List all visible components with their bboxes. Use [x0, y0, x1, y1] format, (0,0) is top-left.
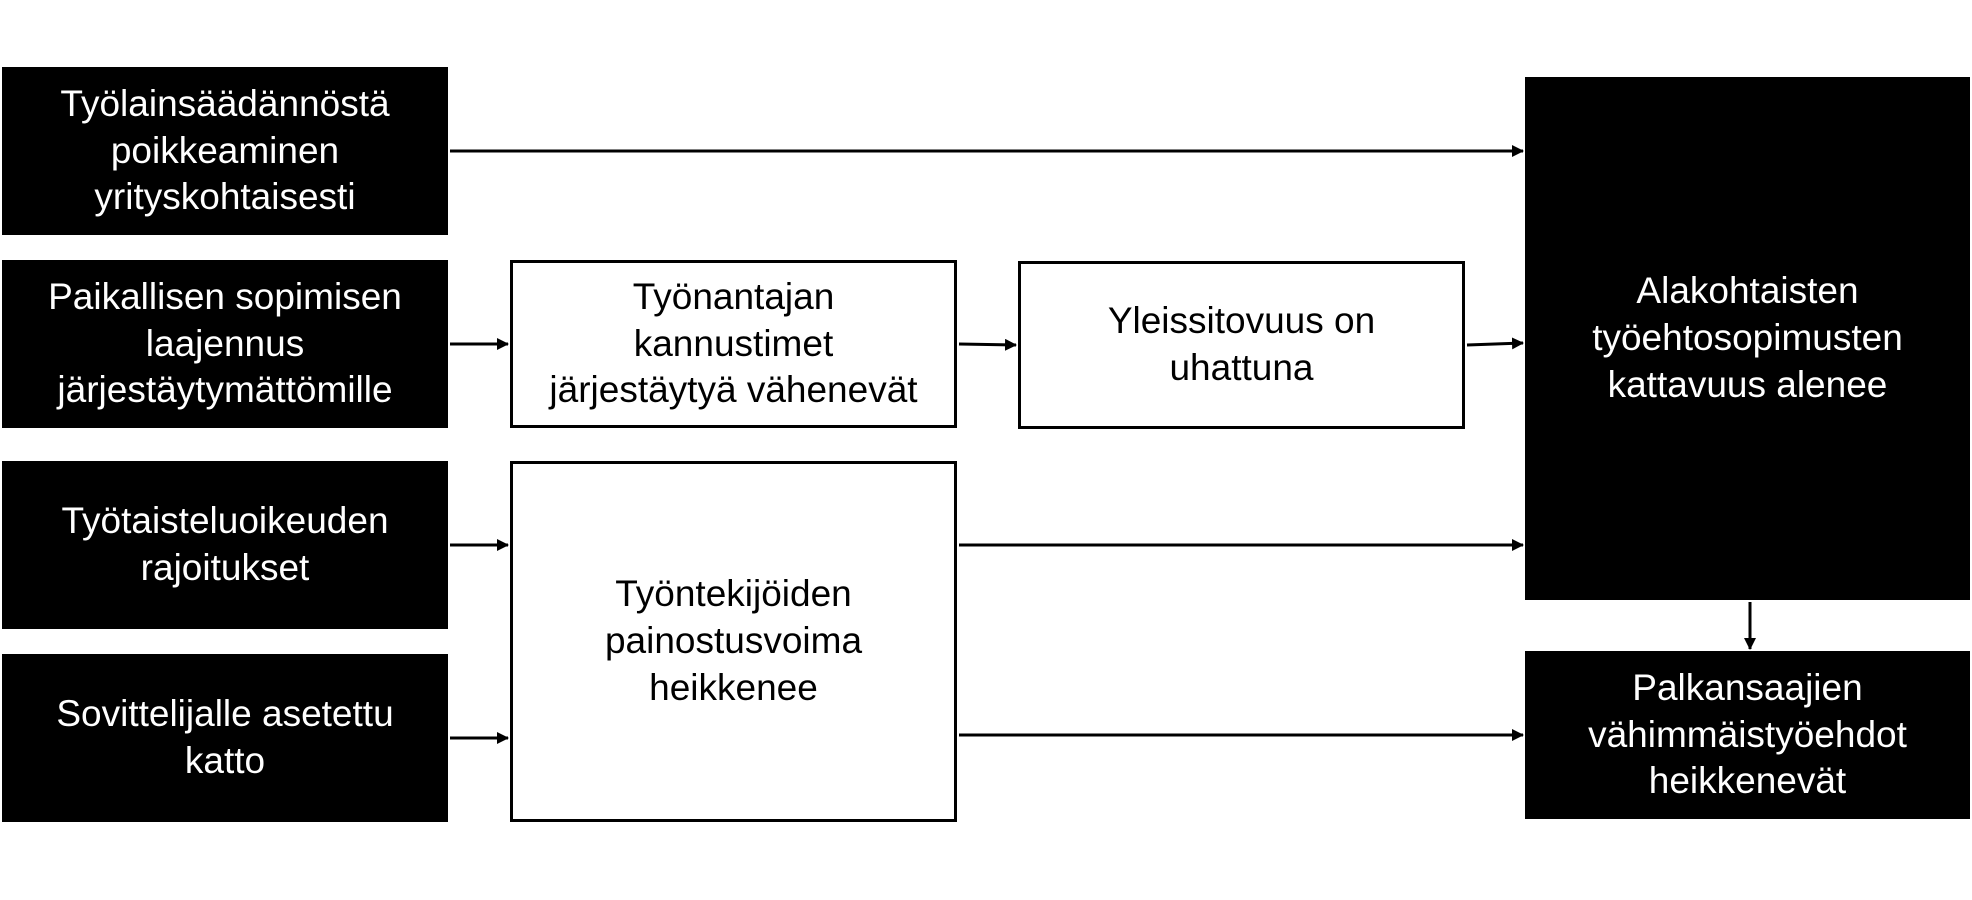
node-minimum-terms: Palkansaajien vähimmäistyöehdot heikkene… [1525, 651, 1970, 819]
node-general-applicability-label: Yleissitovuus on uhattuna [1107, 300, 1376, 388]
arrow-employer-incentives-to-general-applicability [958, 338, 1017, 351]
node-minimum-terms-label: Palkansaajien vähimmäistyöehdot heikkene… [1588, 666, 1907, 802]
node-local-bargaining: Paikallisen sopimisen laajennus järjestä… [2, 260, 448, 428]
node-coverage-decline: Alakohtaisten työehtosopimusten kattavuu… [1525, 77, 1970, 600]
node-mediator-cap: Sovittelijalle asetettu katto [2, 654, 448, 822]
node-mediator-cap-label: Sovittelijalle asetettu katto [56, 693, 394, 781]
node-strike-limits: Työtaisteluoikeuden rajoitukset [2, 461, 448, 629]
node-coverage-decline-label: Alakohtaisten työehtosopimusten kattavuu… [1592, 270, 1903, 405]
node-employer-incentives: Työnantajan kannustimet järjestäytyä väh… [510, 260, 957, 428]
edge-group [450, 145, 1756, 744]
node-worker-pressure-label: Työntekijöiden painostusvoima heikkenee [604, 573, 863, 708]
arrow-general-applicability-to-coverage-decline [1466, 337, 1524, 350]
node-employer-incentives-label: Työnantajan kannustimet järjestäytyä väh… [549, 275, 918, 411]
node-local-bargaining-label: Paikallisen sopimisen laajennus järjestä… [48, 275, 402, 411]
node-strike-limits-label: Työtaisteluoikeuden rajoitukset [61, 500, 389, 588]
node-derogation: Työlainsäädännöstä poikkeaminen yritysko… [2, 67, 448, 235]
node-worker-pressure: Työntekijöiden painostusvoima heikkenee [510, 461, 957, 822]
node-derogation-label: Työlainsäädännöstä poikkeaminen yritysko… [60, 82, 390, 218]
node-general-applicability: Yleissitovuus on uhattuna [1018, 261, 1465, 429]
